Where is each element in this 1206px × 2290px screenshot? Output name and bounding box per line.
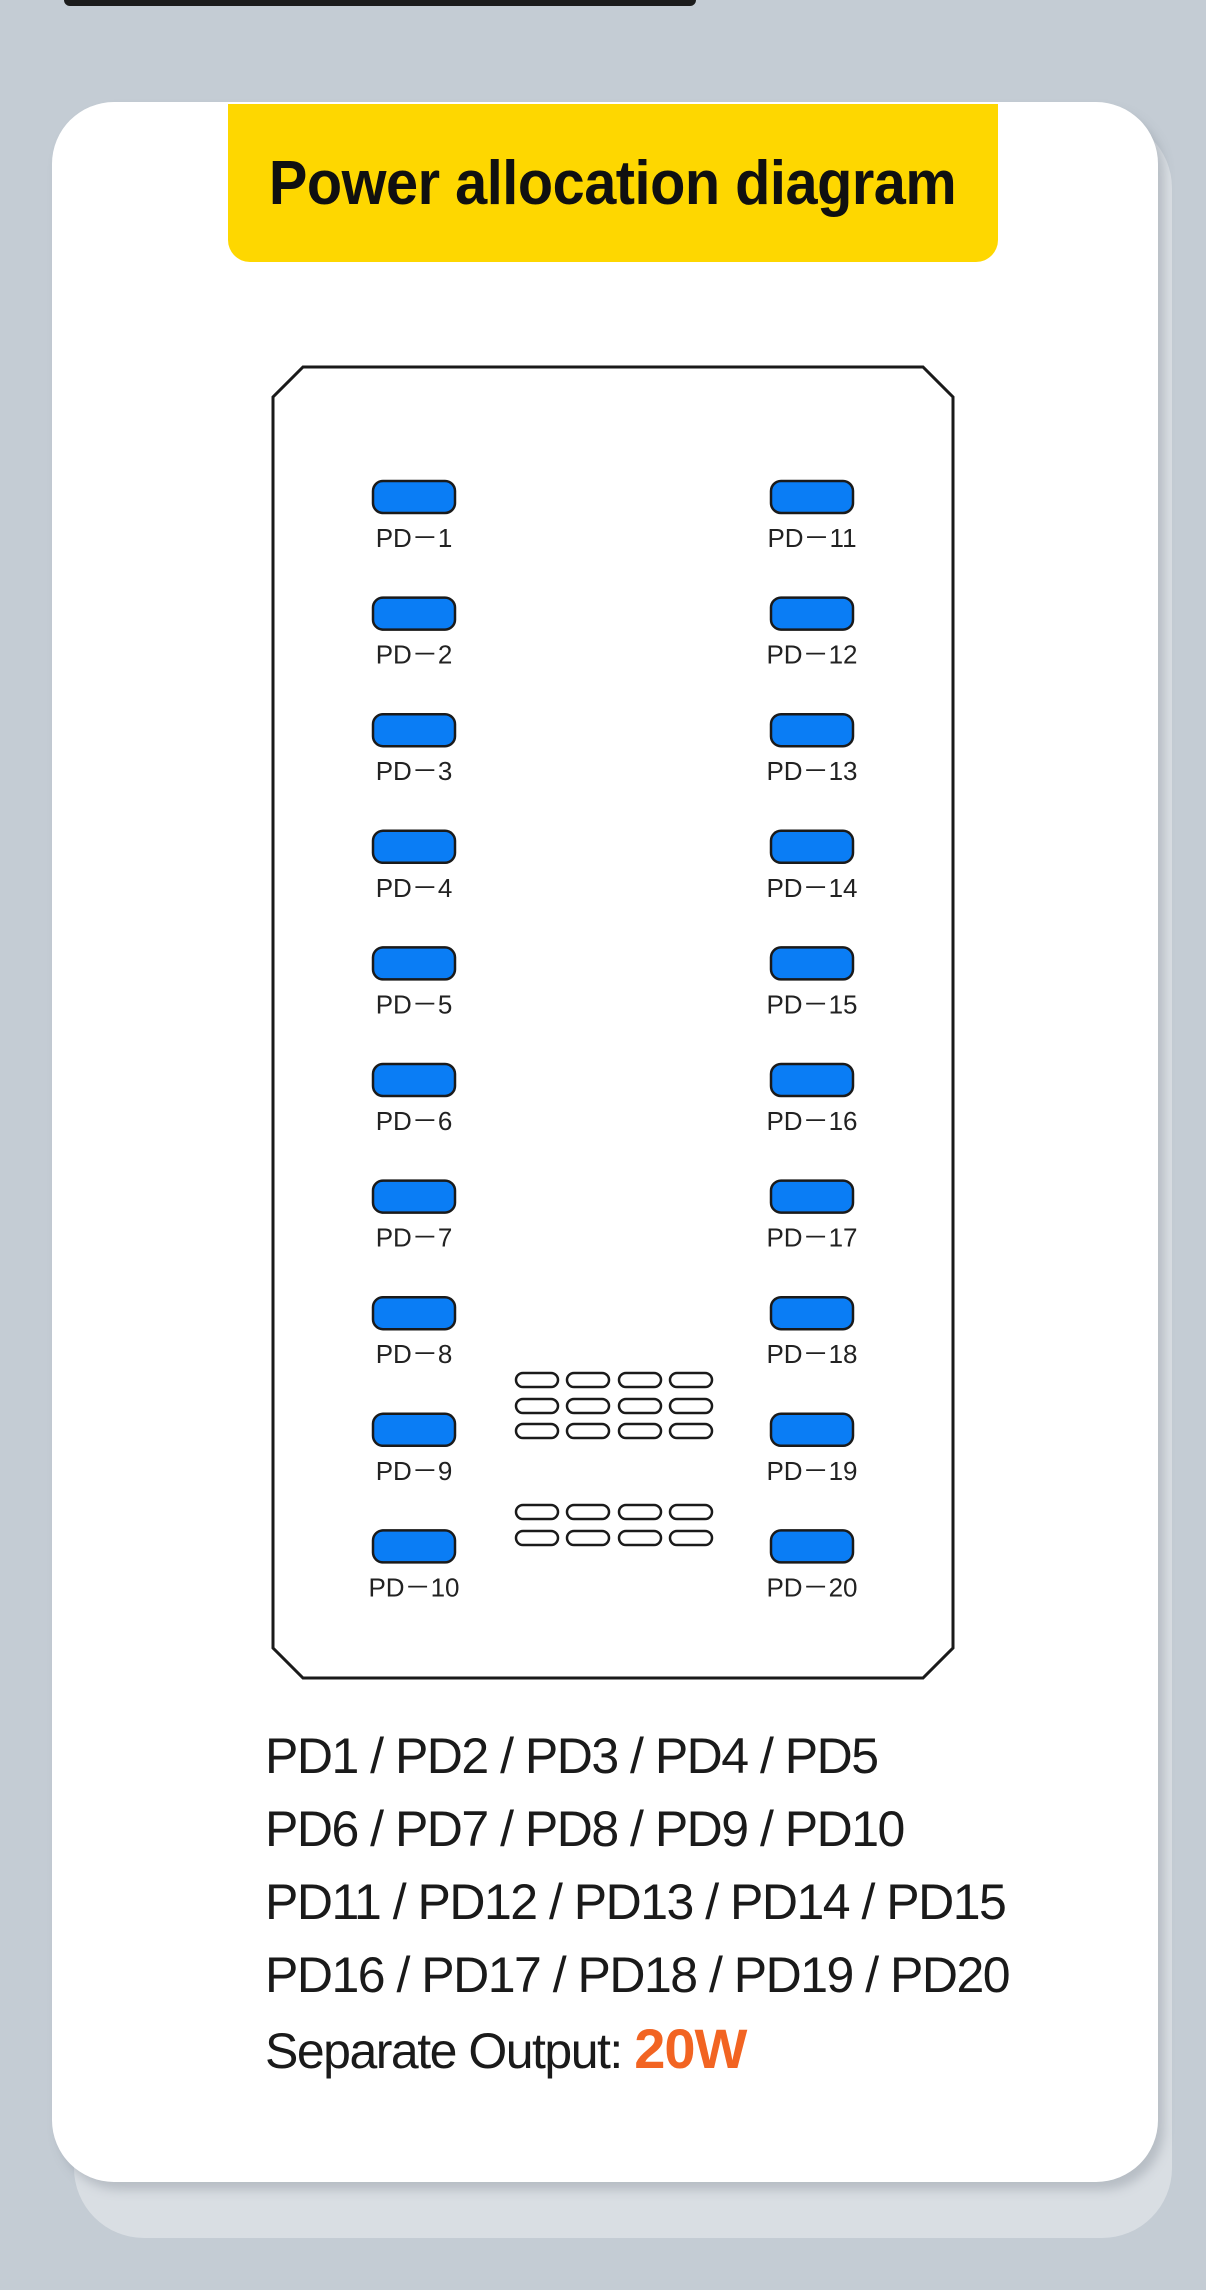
usb-c-port-icon bbox=[769, 1295, 855, 1331]
port-label: PD－18 bbox=[766, 1339, 857, 1369]
usb-c-port-icon bbox=[371, 829, 457, 865]
port-group-line: PD11 / PD12 / PD13 / PD14 / PD15 bbox=[265, 1874, 1007, 1930]
port-label: PD－11 bbox=[767, 523, 856, 553]
vent-slot-icon bbox=[617, 1503, 663, 1521]
port-group-line: PD6 / PD7 / PD8 / PD9 / PD10 bbox=[265, 1801, 905, 1857]
usb-c-port-icon bbox=[769, 712, 855, 748]
usb-c-port-icon bbox=[371, 1529, 457, 1564]
vent-slot-icon bbox=[617, 1422, 663, 1440]
usb-c-port-icon bbox=[371, 712, 457, 748]
output-value: 20W bbox=[634, 2017, 747, 2080]
vent-slot-icon bbox=[514, 1371, 560, 1389]
vent-slot-icon bbox=[514, 1397, 560, 1415]
port-label: PD－9 bbox=[376, 1456, 453, 1486]
port-group-line: PD1 / PD2 / PD3 / PD4 / PD5 bbox=[265, 1728, 879, 1784]
usb-c-port-icon bbox=[371, 1412, 457, 1448]
vent-slot-icon bbox=[565, 1397, 611, 1415]
vent-slot-icon bbox=[514, 1503, 560, 1521]
port-group-list: PD1 / PD2 / PD3 / PD4 / PD5 PD6 / PD7 / … bbox=[265, 1720, 1065, 2085]
port-label: PD－15 bbox=[766, 989, 857, 1019]
port-label: PD－3 bbox=[376, 756, 453, 786]
usb-c-port-icon bbox=[769, 829, 855, 865]
vent-slot-icon bbox=[668, 1529, 714, 1547]
usb-c-port-icon bbox=[769, 946, 855, 981]
usb-c-port-icon bbox=[769, 1062, 855, 1098]
port-label: PD－16 bbox=[766, 1106, 857, 1136]
usb-c-port-icon bbox=[371, 946, 457, 981]
top-edge-strip bbox=[64, 0, 696, 6]
usb-c-port-icon bbox=[371, 596, 457, 631]
port-label: PD－5 bbox=[376, 989, 453, 1019]
vent-slot-icon bbox=[514, 1529, 560, 1547]
usb-c-port-icon bbox=[769, 1179, 855, 1214]
port-label: PD－1 bbox=[376, 523, 453, 553]
usb-c-port-icon bbox=[769, 596, 855, 631]
output-label: Separate Output: bbox=[265, 2023, 635, 2079]
port-label: PD－6 bbox=[376, 1106, 453, 1136]
vent-slot-icon bbox=[565, 1503, 611, 1521]
title-banner: Power allocation diagram bbox=[228, 104, 998, 262]
port-label: PD－19 bbox=[766, 1456, 857, 1486]
ports-right-column: PD－11PD－12PD－13PD－14PD－15PD－16PD－17PD－18… bbox=[766, 479, 858, 1602]
vent-slot-icon bbox=[668, 1422, 714, 1440]
vent-slot-icon bbox=[514, 1422, 560, 1440]
vent-slot-icon bbox=[668, 1503, 714, 1521]
port-group-line: PD16 / PD17 / PD18 / PD19 / PD20 bbox=[265, 1947, 1011, 2003]
port-label: PD－8 bbox=[376, 1339, 453, 1369]
vent-slot-icon bbox=[565, 1422, 611, 1440]
usb-c-port-icon bbox=[371, 1179, 457, 1214]
vent-slot-icon bbox=[617, 1529, 663, 1547]
usb-c-port-icon bbox=[769, 479, 855, 515]
port-label: PD－14 bbox=[766, 873, 857, 903]
output-line: Separate Output: 20W bbox=[265, 2012, 1065, 2085]
vent-slot-icon bbox=[668, 1371, 714, 1389]
vent-slot-icon bbox=[617, 1371, 663, 1389]
port-label: PD－12 bbox=[766, 640, 857, 670]
vent-slot-icon bbox=[617, 1397, 663, 1415]
usb-c-port-icon bbox=[371, 1062, 457, 1098]
usb-c-port-icon bbox=[371, 1295, 457, 1331]
port-label: PD－10 bbox=[368, 1572, 459, 1602]
vent-grid bbox=[514, 1371, 714, 1547]
port-label: PD－4 bbox=[376, 873, 453, 903]
usb-c-port-icon bbox=[769, 1412, 855, 1448]
vent-slot-icon bbox=[565, 1529, 611, 1547]
page-title: Power allocation diagram bbox=[269, 148, 957, 218]
charger-outline bbox=[271, 365, 955, 1680]
port-label: PD－7 bbox=[376, 1223, 453, 1253]
port-label: PD－20 bbox=[766, 1572, 857, 1602]
vent-slot-icon bbox=[668, 1397, 714, 1415]
usb-c-port-icon bbox=[371, 479, 457, 515]
usb-c-port-icon bbox=[769, 1529, 855, 1564]
vent-slot-icon bbox=[565, 1371, 611, 1389]
ports-left-column: PD－1PD－2PD－3PD－4PD－5PD－6PD－7PD－8PD－9PD－1… bbox=[368, 479, 460, 1602]
port-label: PD－13 bbox=[766, 756, 857, 786]
port-label: PD－2 bbox=[376, 640, 453, 670]
port-label: PD－17 bbox=[766, 1223, 857, 1253]
